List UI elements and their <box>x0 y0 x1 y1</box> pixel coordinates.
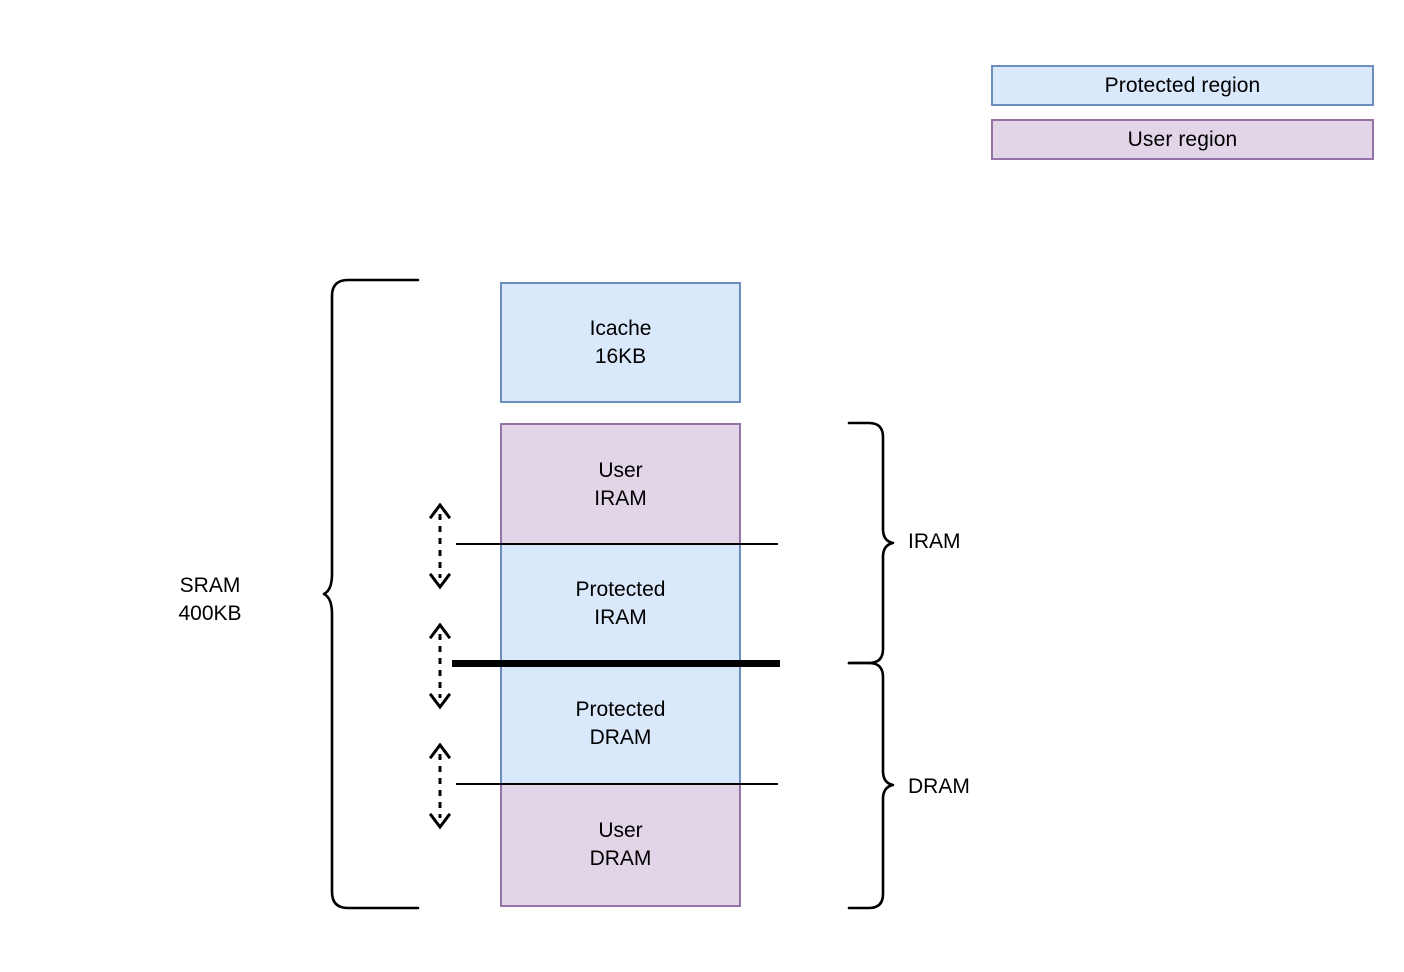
label-iram-text: IRAM <box>908 530 961 553</box>
memory-block-user-iram-line1: User <box>598 458 643 482</box>
memory-block-user-dram-line2: DRAM <box>589 846 652 870</box>
memory-block-protected-iram: Protected IRAM <box>500 544 741 663</box>
memory-block-user-dram-line1: User <box>598 818 643 842</box>
memory-block-protected-dram-line1: Protected <box>575 697 666 721</box>
brace-dram <box>847 661 895 910</box>
resize-arrow-dram-split-icon <box>428 742 452 830</box>
label-sram: SRAM 400KB <box>125 572 295 627</box>
brace-sram <box>322 278 420 910</box>
legend-item-user-region: User region <box>991 119 1374 160</box>
boundary-line-user-protected-iram <box>456 543 778 545</box>
label-iram: IRAM <box>908 528 1048 556</box>
label-dram: DRAM <box>908 773 1048 801</box>
memory-block-protected-iram-line2: IRAM <box>594 605 647 629</box>
memory-block-icache: Icache 16KB <box>500 282 741 403</box>
resize-arrow-iram-split-icon <box>428 502 452 590</box>
label-sram-size: 400KB <box>178 601 242 625</box>
brace-iram <box>847 421 895 665</box>
legend-label-user-region: User region <box>1127 128 1238 151</box>
memory-block-protected-dram-line2: DRAM <box>589 725 652 749</box>
memory-block-user-iram-line2: IRAM <box>594 486 647 510</box>
memory-block-protected-iram-line1: Protected <box>575 577 666 601</box>
label-dram-text: DRAM <box>908 775 970 798</box>
memory-block-user-iram: User IRAM <box>500 423 741 544</box>
legend-label-protected-region: Protected region <box>1104 74 1261 97</box>
memory-block-icache-name: Icache <box>589 316 652 340</box>
boundary-line-protected-user-dram <box>456 783 778 785</box>
resize-arrow-iram-dram-split-icon <box>428 622 452 710</box>
boundary-line-iram-dram <box>452 660 780 667</box>
memory-block-user-dram: User DRAM <box>500 784 741 907</box>
memory-block-icache-size: 16KB <box>594 344 647 368</box>
label-sram-name: SRAM <box>179 574 241 597</box>
memory-block-protected-dram: Protected DRAM <box>500 663 741 784</box>
legend-item-protected-region: Protected region <box>991 65 1374 106</box>
